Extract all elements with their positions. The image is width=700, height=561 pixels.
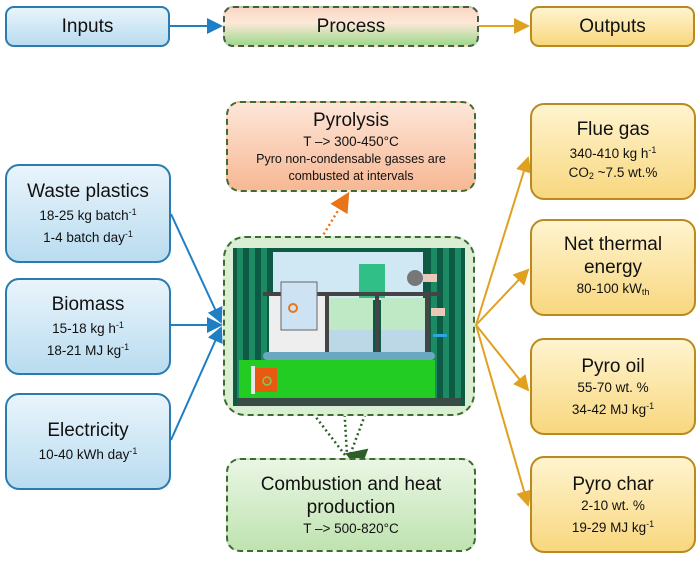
input-value: 10-40 kWh day (38, 447, 130, 462)
input-title: Electricity (47, 420, 129, 441)
outputs-header-label: Outputs (579, 15, 646, 37)
combustion-temp: T –> 500-820°C (303, 520, 399, 536)
output-title: energy (583, 257, 643, 278)
unit-exponent: -1 (115, 320, 124, 330)
output-title: Net thermal (563, 234, 663, 255)
inputs-header-label: Inputs (61, 15, 114, 37)
output-value: CO (568, 164, 589, 180)
combustion-title: Combustion and heat (260, 473, 442, 495)
reactor-illustration-frame (223, 236, 475, 416)
blower-icon (407, 270, 423, 286)
pyrolysis-note: Pyro non-condensable gasses are (256, 151, 446, 166)
output-title: Pyro oil (581, 355, 645, 377)
arrow-thermal (475, 268, 530, 326)
unit-exponent: -1 (648, 144, 657, 155)
reactor-sensor-icon (288, 303, 298, 313)
input-value: 1-4 batch day (43, 230, 125, 245)
output-value: 340-410 kg h (569, 145, 649, 161)
unit-exponent: -1 (646, 518, 655, 529)
inputs-header: Inputs (5, 6, 170, 47)
unit-exponent: -1 (129, 446, 138, 456)
output-pyro-oil: Pyro oil 55-70 wt. % 34-42 MJ kg-1 (530, 338, 696, 435)
pyrolysis-temp: T –> 300-450°C (303, 133, 399, 149)
chem-subscript: 2 (588, 170, 594, 181)
arrow-electricity (170, 326, 223, 441)
output-pyro-char: Pyro char 2-10 wt. % 19-29 MJ kg-1 (530, 456, 696, 553)
combustion-title: production (306, 496, 396, 518)
output-value: 19-29 MJ kg (571, 519, 647, 535)
fire-chamber (255, 368, 277, 392)
input-title: Waste plastics (27, 181, 149, 202)
unit-subscript: th (641, 287, 650, 297)
unit-exponent: -1 (646, 400, 655, 411)
output-flue-gas: Flue gas 340-410 kg h-1 CO2 ~7.5 wt.% (530, 103, 696, 200)
unit-exponent: -1 (124, 229, 133, 239)
input-value: 15-18 kg h (52, 321, 116, 336)
pyrolysis-title: Pyrolysis (312, 109, 389, 131)
unit-exponent: -1 (121, 342, 130, 352)
output-title: Flue gas (576, 118, 650, 140)
input-value: 18-25 kg batch (39, 208, 129, 223)
output-title: Pyro char (572, 473, 654, 495)
output-value: 34-42 MJ kg (571, 401, 647, 417)
pyrolysis-box: Pyrolysis T –> 300-450°C Pyro non-conden… (226, 101, 476, 192)
output-value: 80-100 kW (576, 281, 642, 296)
outputs-header: Outputs (530, 6, 695, 47)
arrow-combustion-1 (294, 389, 346, 456)
output-value: 55-70 wt. % (577, 379, 649, 395)
reactor-illustration (233, 248, 465, 406)
combustion-box: Combustion and heat production T –> 500-… (226, 458, 476, 552)
input-electricity: Electricity 10-40 kWh day-1 (5, 393, 171, 490)
output-value: 2-10 wt. % (581, 497, 645, 513)
process-header: Process (223, 6, 479, 47)
arrow-pyro-oil (475, 324, 530, 392)
input-value: 18-21 MJ kg (46, 343, 122, 358)
input-biomass: Biomass 15-18 kg h-1 18-21 MJ kg-1 (5, 278, 171, 375)
process-header-label: Process (316, 15, 386, 37)
unit-exponent: -1 (128, 207, 137, 217)
input-title: Biomass (51, 294, 125, 315)
output-value: ~7.5 wt.% (593, 164, 658, 180)
arrow-flue-gas (475, 156, 532, 326)
output-net-thermal-energy: Net thermal energy 80-100 kWth (530, 219, 696, 316)
input-waste-plastics: Waste plastics 18-25 kg batch-1 1-4 batc… (5, 164, 171, 263)
arrow-pyro-char (475, 324, 532, 507)
arrow-waste-plastics (170, 213, 223, 324)
pyrolysis-note: combusted at intervals (288, 168, 414, 183)
